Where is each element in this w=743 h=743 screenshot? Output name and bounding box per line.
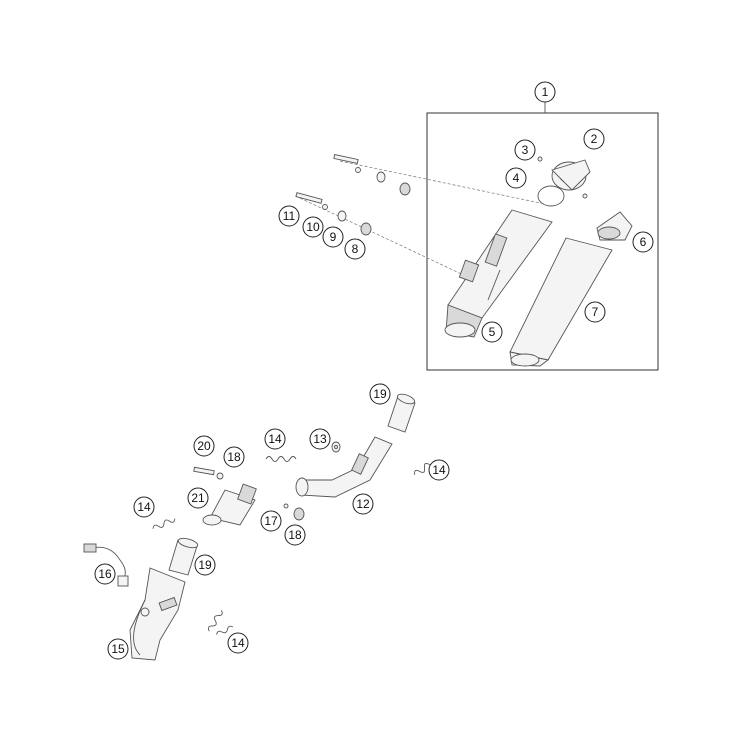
svg-text:10: 10 <box>306 220 320 234</box>
callout-5: 5 <box>481 321 503 343</box>
callout-7: 7 <box>584 301 606 323</box>
svg-text:13: 13 <box>313 432 327 446</box>
svg-text:17: 17 <box>264 514 278 528</box>
callout-13: 13 <box>309 428 331 450</box>
svg-text:19: 19 <box>373 387 387 401</box>
clamp-section <box>202 483 257 526</box>
svg-text:7: 7 <box>592 305 599 319</box>
svg-text:14: 14 <box>268 432 282 446</box>
silencer-body <box>444 209 553 338</box>
callout-16: 16 <box>94 563 116 585</box>
silencer-assembly-frame <box>426 112 659 371</box>
callout-18-lower: 18 <box>284 524 306 546</box>
callout-14-right: 14 <box>428 459 450 481</box>
svg-text:12: 12 <box>356 497 370 511</box>
callout-14-lower: 14 <box>227 632 249 654</box>
spring-left <box>152 518 176 529</box>
lower-bolt-set <box>295 192 372 236</box>
header-pipe <box>129 567 186 661</box>
svg-text:11: 11 <box>283 209 296 223</box>
svg-text:21: 21 <box>191 491 205 505</box>
washers-13 <box>331 441 341 453</box>
svg-text:9: 9 <box>330 230 337 244</box>
silencer-cover <box>509 237 613 367</box>
svg-text:14: 14 <box>137 500 151 514</box>
callout-19-upper: 19 <box>369 383 391 405</box>
svg-text:6: 6 <box>640 235 647 249</box>
svg-text:5: 5 <box>489 325 496 339</box>
callout-19-lower: 19 <box>194 554 216 576</box>
callout-3: 3 <box>514 139 536 161</box>
callout-14-left: 14 <box>133 496 155 518</box>
callout-14-middle: 14 <box>264 428 286 450</box>
svg-text:4: 4 <box>513 171 520 185</box>
svg-text:18: 18 <box>288 528 302 542</box>
connecting-pipe-upper <box>387 393 416 433</box>
svg-text:19: 19 <box>198 558 212 572</box>
svg-text:1: 1 <box>542 85 549 99</box>
upper-bolt-set <box>333 154 411 196</box>
svg-text:15: 15 <box>111 642 125 656</box>
washers-17-18 <box>283 503 305 521</box>
callout-10: 10 <box>302 216 324 238</box>
cap-cover <box>596 211 633 241</box>
svg-text:2: 2 <box>591 132 598 146</box>
svg-text:16: 16 <box>98 567 112 581</box>
callout-15: 15 <box>107 638 129 660</box>
callout-17: 17 <box>260 510 282 532</box>
callout-1: 1 <box>534 81 556 103</box>
svg-text:8: 8 <box>352 242 359 256</box>
bolt-20 <box>193 466 224 480</box>
svg-text:14: 14 <box>231 636 245 650</box>
spring-upper-middle <box>265 456 297 462</box>
svg-text:18: 18 <box>227 450 241 464</box>
callout-8: 8 <box>344 238 366 260</box>
callout-12: 12 <box>352 493 374 515</box>
svg-text:20: 20 <box>197 439 211 453</box>
callout-21: 21 <box>187 487 209 509</box>
connecting-pipe-lower <box>168 537 199 576</box>
alignment-line-lower <box>299 197 471 279</box>
callout-20: 20 <box>193 435 215 457</box>
lambda-sensor <box>83 543 129 587</box>
callout-4: 4 <box>505 167 527 189</box>
svg-text:14: 14 <box>432 463 446 477</box>
callout-18-upper: 18 <box>223 446 245 468</box>
end-cap-assembly <box>537 156 591 207</box>
callout-11: 11 <box>278 205 300 227</box>
middle-pipe <box>295 436 393 498</box>
callout-2: 2 <box>583 128 605 150</box>
callout-9: 9 <box>322 226 344 248</box>
callout-6: 6 <box>632 231 654 253</box>
spring-lower <box>207 610 234 635</box>
svg-text:3: 3 <box>522 143 529 157</box>
